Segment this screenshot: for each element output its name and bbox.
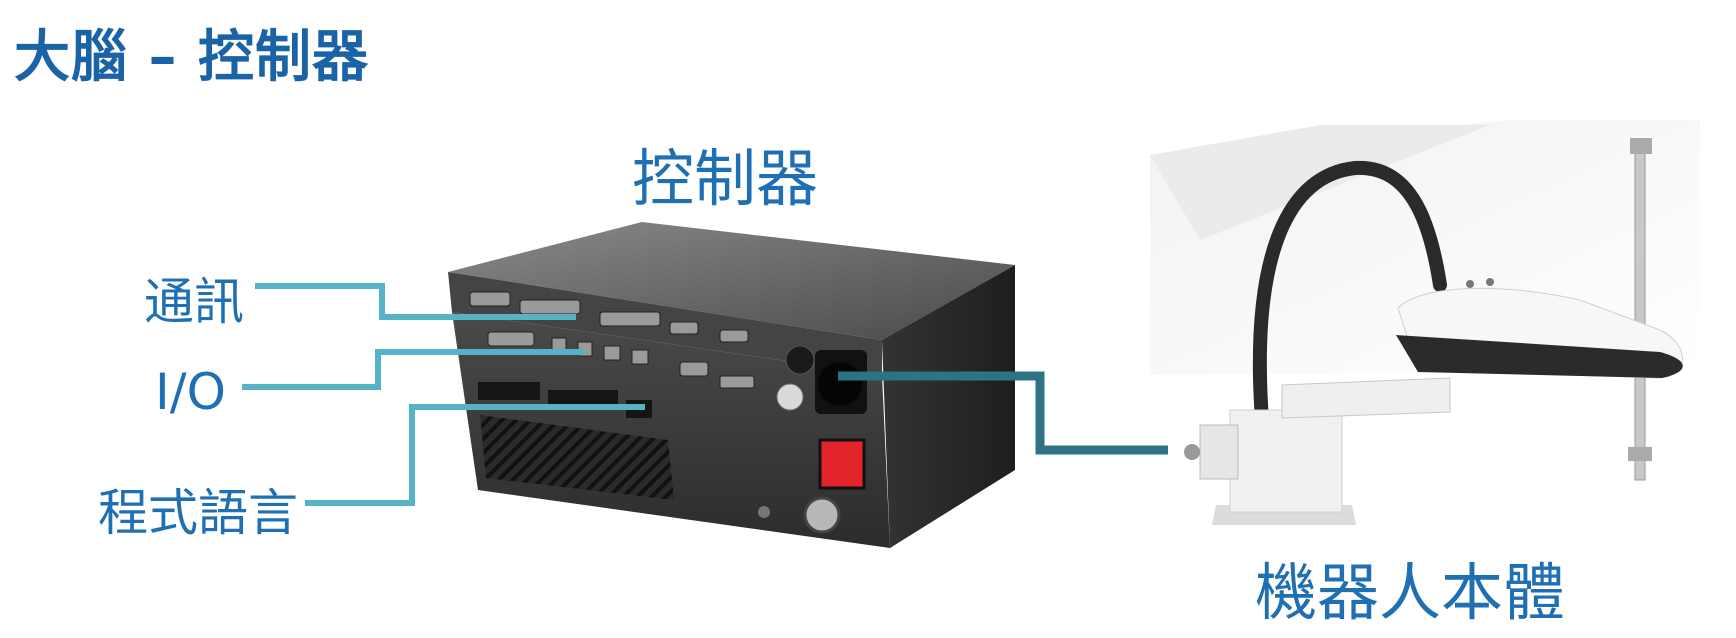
robot-body-label: 機器人本體 <box>1255 556 1566 629</box>
callout-leader-lines <box>242 283 645 506</box>
leader-line-io <box>242 349 585 390</box>
leader-line-programming-language <box>305 404 645 506</box>
robot-image <box>1150 120 1700 525</box>
leader-line-communication <box>255 283 576 320</box>
slide-title: 大腦 – 控制器 <box>14 25 369 90</box>
callout-io: I/O <box>155 363 226 421</box>
callout-programming-language: 程式語言 <box>98 484 298 542</box>
controller-image <box>448 222 1015 548</box>
controller-robot-cable-line <box>838 371 1168 455</box>
callout-communication: 通訊 <box>144 273 244 331</box>
controller-label: 控制器 <box>632 142 819 215</box>
